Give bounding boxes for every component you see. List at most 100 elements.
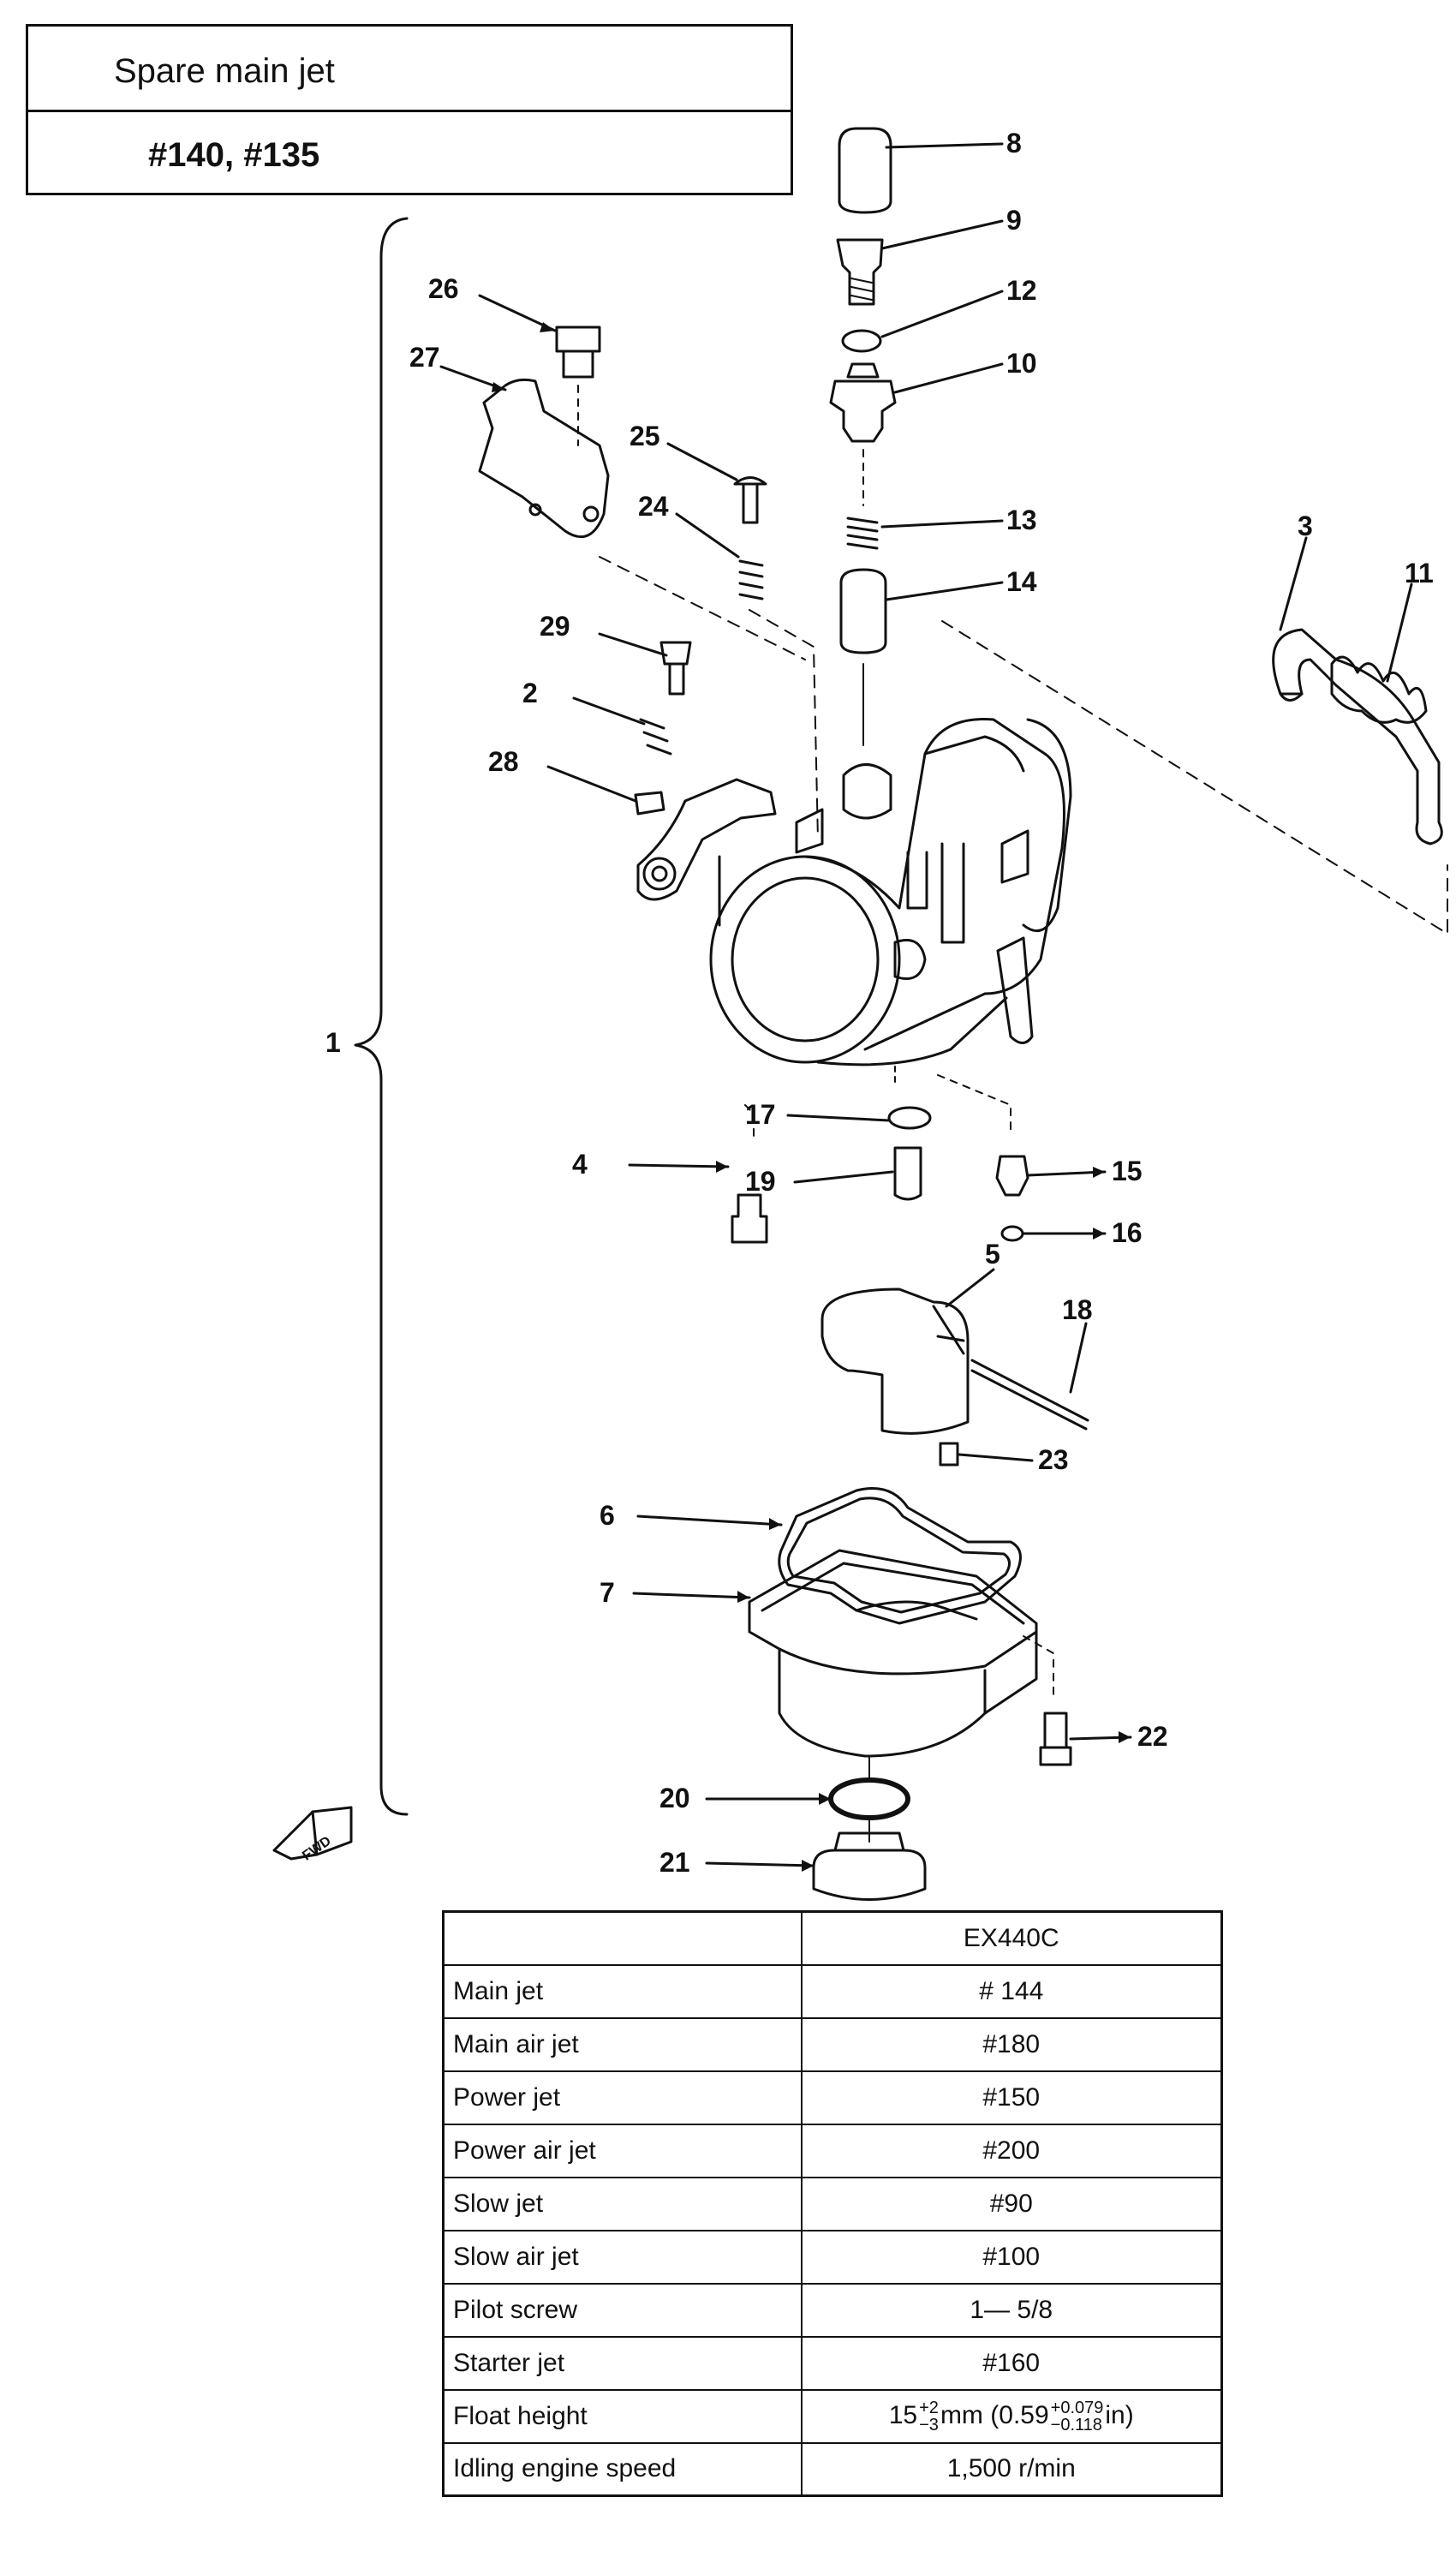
part-6-gasket bbox=[778, 1487, 1022, 1625]
callout-23: 23 bbox=[1038, 1444, 1069, 1475]
part-22-screw bbox=[1039, 1712, 1072, 1766]
callout-7: 7 bbox=[600, 1577, 615, 1608]
callout-18: 18 bbox=[1062, 1294, 1093, 1325]
table-row: Pilot screw 1— 5/8 bbox=[442, 2282, 1223, 2338]
row-item: Main jet bbox=[442, 1963, 803, 2019]
part-16-washer bbox=[1000, 1225, 1024, 1242]
assembly-brace bbox=[354, 217, 409, 1816]
part-27-bracket bbox=[478, 378, 610, 539]
table-row: Slow air jet #100 bbox=[442, 2229, 1223, 2285]
part-17-washer bbox=[887, 1106, 932, 1130]
float-in-minus: −0.118 bbox=[1050, 2415, 1102, 2435]
row-item: Starter jet bbox=[442, 2335, 803, 2391]
row-value: #100 bbox=[800, 2229, 1223, 2285]
row-item: Slow jet bbox=[442, 2176, 803, 2231]
part-12-locknut bbox=[841, 329, 882, 353]
spare-main-jet-box: Spare main jet #140, #135 bbox=[26, 24, 793, 195]
callout-4: 4 bbox=[572, 1149, 588, 1180]
part-13-spring bbox=[846, 517, 879, 550]
throttle-lever bbox=[636, 778, 777, 901]
part-18-float-pin bbox=[970, 1359, 1089, 1431]
table-row: Main jet # 144 bbox=[442, 1963, 1223, 2019]
float-in-tolerance: +0.079−0.118 bbox=[1051, 2399, 1104, 2434]
part-25-screw bbox=[733, 476, 767, 524]
part-29-screw bbox=[659, 641, 692, 696]
callout-28: 28 bbox=[488, 746, 519, 777]
callout-14: 14 bbox=[1006, 566, 1037, 597]
table-row: Main air jet #180 bbox=[442, 2016, 1223, 2072]
part-9-adjuster bbox=[836, 238, 884, 306]
row-item: Power air jet bbox=[442, 2123, 803, 2178]
callout-1: 1 bbox=[325, 1027, 341, 1058]
callout-25: 25 bbox=[630, 421, 660, 451]
part-11-spring bbox=[1330, 655, 1428, 724]
table-row: Idling engine speed 1,500 r/min bbox=[442, 2441, 1223, 2497]
callout-12: 12 bbox=[1006, 275, 1037, 306]
callout-22: 22 bbox=[1137, 1721, 1168, 1752]
callout-21: 21 bbox=[659, 1847, 690, 1878]
spare-title: Spare main jet bbox=[114, 52, 335, 90]
float-in-open: (0.59 bbox=[990, 2400, 1049, 2429]
part-14-plunger bbox=[839, 568, 887, 654]
row-item: Pilot screw bbox=[442, 2282, 803, 2338]
part-3-hose bbox=[1272, 628, 1443, 845]
float-mm-unit: mm bbox=[940, 2400, 983, 2429]
callout-15: 15 bbox=[1112, 1156, 1143, 1186]
part-20-o-ring bbox=[828, 1777, 910, 1820]
callout-29: 29 bbox=[540, 611, 570, 642]
part-5-float bbox=[820, 1287, 970, 1435]
carburetor-body bbox=[709, 718, 1072, 1066]
row-value: #180 bbox=[800, 2016, 1223, 2072]
row-value: # 144 bbox=[800, 1963, 1223, 2019]
callout-5: 5 bbox=[985, 1239, 1000, 1270]
carburetor-spec-table: EX440C Main jet # 144 Main air jet #180 … bbox=[442, 1910, 1223, 2497]
callout-6: 6 bbox=[600, 1500, 615, 1531]
table-row: Starter jet #160 bbox=[442, 2335, 1223, 2391]
callout-2: 2 bbox=[522, 678, 538, 708]
row-value: #150 bbox=[800, 2070, 1223, 2125]
callout-24: 24 bbox=[638, 491, 669, 522]
float-in-plus: +0.079 bbox=[1050, 2398, 1104, 2417]
callout-27: 27 bbox=[409, 342, 440, 373]
float-in-unit: in) bbox=[1105, 2400, 1134, 2429]
part-26-bolt bbox=[555, 326, 601, 379]
table-row: Power jet #150 bbox=[442, 2070, 1223, 2125]
part-19-needle-jet bbox=[893, 1146, 922, 1201]
model-header: EX440C bbox=[800, 1910, 1223, 1966]
row-value: #200 bbox=[800, 2123, 1223, 2178]
callout-8: 8 bbox=[1006, 128, 1022, 158]
row-item: Power jet bbox=[442, 2070, 803, 2125]
part-8-cap bbox=[838, 127, 892, 214]
part-21-drain-plug bbox=[812, 1849, 927, 1901]
row-item: Idling engine speed bbox=[442, 2441, 803, 2497]
table-header-row: EX440C bbox=[442, 1910, 1223, 1966]
callout-19: 19 bbox=[745, 1166, 776, 1197]
spare-values: #140, #135 bbox=[148, 136, 320, 174]
callout-16: 16 bbox=[1112, 1217, 1143, 1248]
float-mm-tolerance: +2−3 bbox=[919, 2399, 939, 2434]
callout-17: 17 bbox=[745, 1099, 776, 1130]
float-mm-value: 15 bbox=[888, 2400, 918, 2429]
row-value: #160 bbox=[800, 2335, 1223, 2391]
row-item: Float height bbox=[442, 2388, 803, 2444]
row-item: Slow air jet bbox=[442, 2229, 803, 2285]
row-value: 1— 5/8 bbox=[800, 2282, 1223, 2338]
row-value: #90 bbox=[800, 2176, 1223, 2231]
callout-10: 10 bbox=[1006, 348, 1037, 379]
part-7-float-bowl bbox=[748, 1549, 1038, 1758]
part-24-spring bbox=[738, 559, 764, 600]
row-item: Main air jet bbox=[442, 2016, 803, 2072]
callout-3: 3 bbox=[1298, 511, 1313, 541]
part-28-screw bbox=[634, 791, 665, 815]
part-4-main-jet bbox=[731, 1193, 768, 1244]
callout-13: 13 bbox=[1006, 505, 1037, 535]
carburetor-exploded-diagram: 8 9 12 10 13 14 26 27 25 24 3 11 29 2 28… bbox=[272, 127, 1448, 1901]
part-10-plunger bbox=[829, 379, 897, 443]
float-mm-minus: −3 bbox=[919, 2415, 939, 2435]
table-row: Power air jet #200 bbox=[442, 2123, 1223, 2178]
part-15-pilot-jet bbox=[995, 1155, 1029, 1197]
float-mm-plus: +2 bbox=[919, 2398, 939, 2417]
part-2-spring bbox=[639, 718, 672, 756]
